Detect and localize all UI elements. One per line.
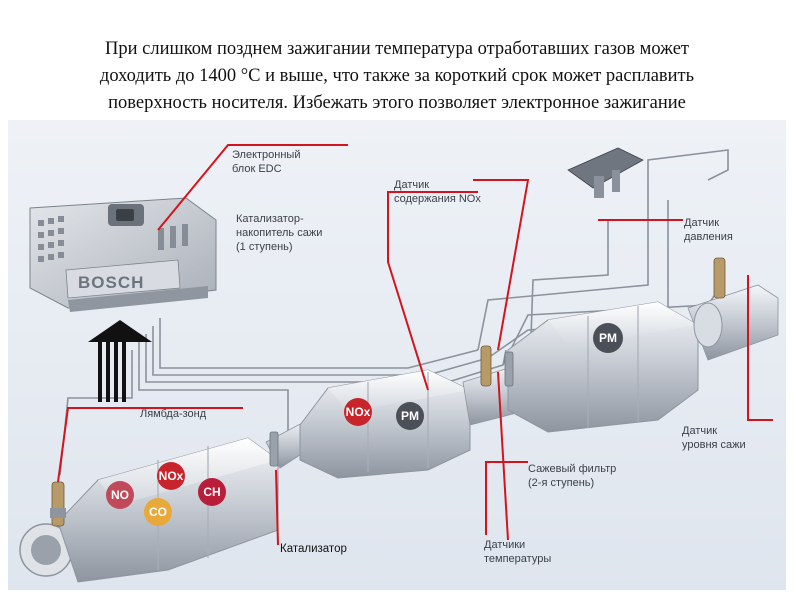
label-storage-2: накопитель сажи — [236, 227, 322, 239]
leader-soot-level — [747, 275, 773, 421]
header-line-3: поверхность носителя. Избежать этого поз… — [108, 93, 686, 113]
label-lambda: Лямбда-зонд — [140, 408, 207, 420]
svg-text:NO: NO — [111, 488, 129, 502]
header-line-2: доходить до 1400 °С и выше, что также за… — [99, 66, 695, 86]
leader-soot-filter — [485, 461, 528, 535]
label-temp-1: Датчики — [484, 539, 525, 551]
leader-edc — [157, 144, 348, 231]
gas-bubbles: NOx NO CO CH NOx PM PM — [106, 323, 623, 526]
temp-sensor-1 — [269, 431, 279, 467]
label-catalyst: Катализатор — [280, 543, 347, 555]
label-temp-2: температуры — [484, 553, 551, 565]
bubble-pm-filter: PM — [593, 323, 623, 353]
label-nox-2: содержания NOx — [394, 193, 481, 205]
label-storage-1: Катализатор- — [236, 213, 304, 225]
soot-level-sensor — [713, 257, 726, 299]
diagram-canvas: BOSCH — [19, 144, 779, 583]
svg-text:CH: CH — [203, 485, 220, 499]
label-pressure-1: Датчик — [684, 217, 719, 229]
label-nox-1: Датчик — [394, 179, 429, 191]
header-text: При слишком позднем зажигании температур… — [20, 36, 774, 117]
label-edc-1: Электронный — [232, 149, 301, 161]
svg-text:PM: PM — [401, 409, 419, 423]
bubble-co: CO — [144, 498, 172, 526]
temp-sensor-2 — [504, 351, 514, 387]
label-edc-2: блок EDC — [232, 163, 282, 175]
svg-text:NOx: NOx — [346, 405, 371, 419]
label-soot-filter-2: (2-я ступень) — [528, 477, 594, 489]
label-soot-filter-1: Сажевый фильтр — [528, 463, 616, 475]
svg-text:PM: PM — [599, 331, 617, 345]
ecu-input-arrow — [88, 320, 152, 402]
label-soot-level-2: уровня сажи — [682, 439, 746, 451]
nox-sensor — [480, 345, 492, 387]
svg-text:NOx: NOx — [159, 469, 184, 483]
exhaust-diagram: BOSCH — [8, 120, 786, 590]
leader-storage — [387, 191, 478, 391]
leader-lambda — [57, 407, 243, 483]
header-line-1: При слишком позднем зажигании температур… — [105, 39, 689, 59]
bubble-nox-mid: NOx — [344, 398, 372, 426]
leader-nox — [473, 179, 530, 351]
lambda-sensor — [50, 481, 66, 527]
svg-text:CO: CO — [149, 505, 167, 519]
bubble-ch: CH — [198, 478, 226, 506]
leader-temp-2 — [497, 371, 509, 541]
sensors — [50, 147, 726, 527]
ecu-brand: BOSCH — [78, 273, 144, 292]
pressure-sensor — [567, 147, 644, 198]
label-pressure-2: давления — [684, 231, 733, 243]
ecu-unit: BOSCH — [29, 197, 217, 312]
callout-labels: Электронный блок EDC Датчик содержания N… — [140, 149, 746, 565]
bubble-nox-front: NOx — [157, 462, 185, 490]
label-soot-level-1: Датчик — [682, 425, 717, 437]
leader-temp-1 — [275, 469, 279, 546]
bubble-no: NO — [106, 481, 134, 509]
leader-lines — [57, 144, 773, 546]
bubble-pm-mid: PM — [396, 402, 424, 430]
label-storage-3: (1 ступень) — [236, 241, 293, 253]
